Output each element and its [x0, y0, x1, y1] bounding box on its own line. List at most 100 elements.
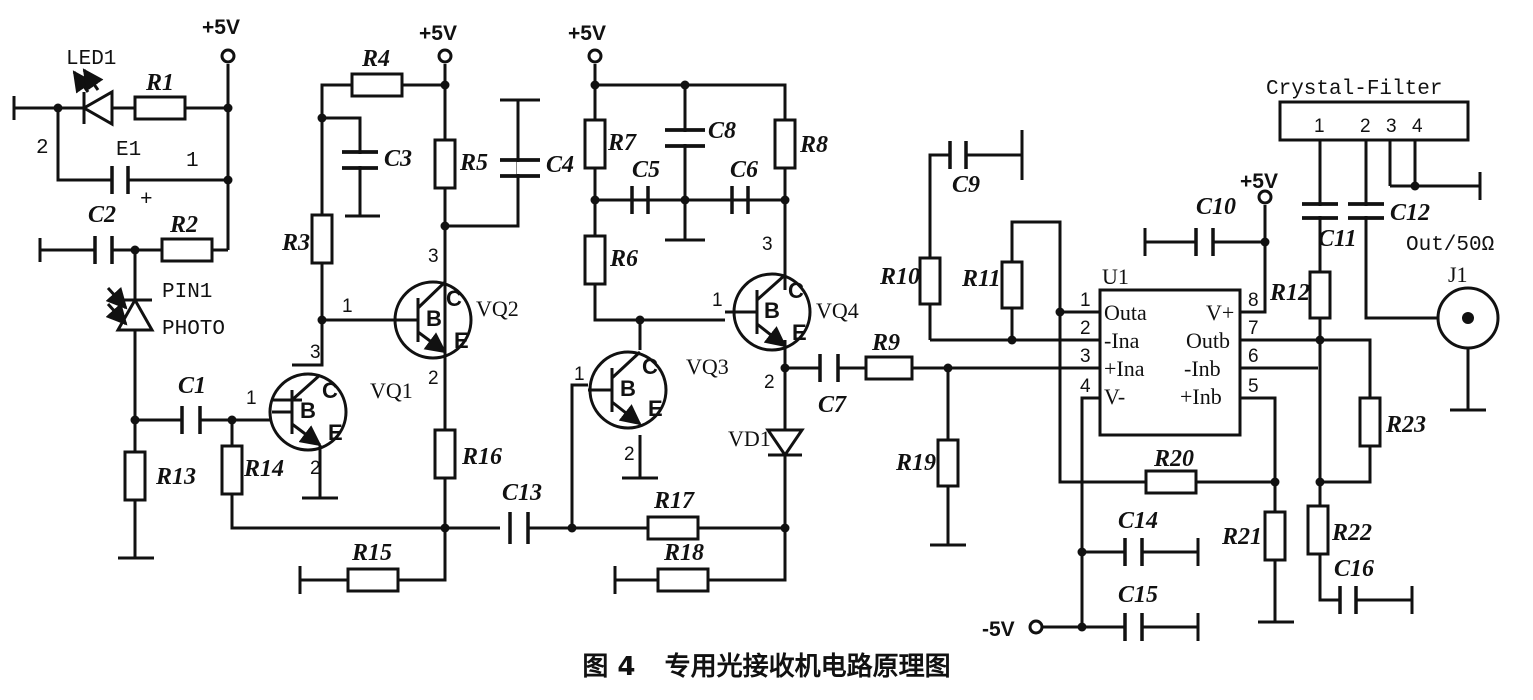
opamp-pin-ina-pos: +Ina	[1104, 356, 1145, 381]
supply-terminals	[220, 48, 1273, 635]
label-crystal-filter: Crystal-Filter	[1266, 78, 1442, 101]
figure-title: 专用光接收机电路原理图	[664, 652, 951, 682]
label-c13: C13	[502, 480, 542, 506]
diode-vd1	[765, 428, 805, 458]
vq2-c: C	[446, 286, 462, 311]
capacitor-c13	[508, 512, 530, 544]
vee-label: -5V	[982, 618, 1015, 641]
vq4-e: E	[792, 320, 807, 345]
capacitor-c6	[730, 186, 750, 214]
label-j1: J1	[1448, 262, 1468, 287]
vq1-pin2: 2	[310, 458, 321, 479]
resistor-r5	[433, 138, 457, 190]
label-r2: R2	[169, 212, 198, 238]
label-vq2: VQ2	[476, 296, 519, 321]
capacitor-c16	[1338, 586, 1358, 614]
connector-j1	[1436, 286, 1500, 350]
vq1-pin3: 3	[310, 342, 321, 363]
resistor-r4	[350, 72, 404, 98]
resistor-r13	[123, 450, 147, 502]
vq4-b: B	[764, 298, 780, 323]
label-photo: PHOTO	[162, 318, 225, 341]
transistor-vq4	[725, 272, 812, 352]
label-c7: C7	[818, 392, 847, 418]
resistor-r15	[346, 567, 400, 593]
resistor-r14	[220, 444, 244, 496]
resistor-r3	[310, 213, 334, 265]
crystal-filter-box	[1278, 100, 1470, 142]
capacitor-c10	[1194, 228, 1215, 256]
vq3-pin1: 1	[574, 364, 585, 385]
vq1-pin1: 1	[246, 388, 257, 409]
resistor-r10	[918, 256, 942, 306]
label-r5: R5	[459, 150, 488, 176]
opamp-num-8: 8	[1248, 290, 1259, 311]
filter-pin-2: 2	[1360, 116, 1371, 137]
capacitor-c7	[818, 354, 840, 382]
opamp-pin-inb-pos: +Inb	[1180, 384, 1222, 409]
capacitor-c14	[1123, 538, 1144, 566]
capacitor-c5	[630, 186, 650, 214]
label-r6: R6	[609, 246, 638, 272]
label-c1: C1	[178, 373, 206, 399]
label-r20: R20	[1153, 446, 1194, 472]
figure-number: 图 4	[582, 652, 636, 682]
resistor-r20	[1144, 469, 1198, 495]
label-r8: R8	[799, 132, 828, 158]
opamp-pin-vneg: V-	[1104, 384, 1125, 409]
vcc-label-4: +5V	[1240, 170, 1278, 193]
opamp-num-1: 1	[1080, 290, 1091, 311]
label-led1: LED1	[66, 48, 116, 71]
label-vq3: VQ3	[686, 354, 729, 379]
resistor-r9	[864, 355, 914, 381]
opamp-pin-ina-neg: -Ina	[1104, 328, 1140, 353]
label-c5: C5	[632, 157, 660, 183]
transistor-vq1	[268, 372, 348, 452]
photodiode-pin1	[105, 286, 155, 332]
resistor-r23	[1358, 396, 1382, 448]
opamp-pin-outb: Outb	[1186, 328, 1230, 353]
vq3-pin2: 2	[624, 444, 635, 465]
resistor-r12	[1308, 270, 1332, 320]
label-c14: C14	[1118, 508, 1158, 534]
resistors	[123, 72, 1382, 593]
label-c15: C15	[1118, 582, 1158, 608]
label-vq4: VQ4	[816, 298, 859, 323]
resistor-r1	[133, 95, 187, 121]
resistor-r11	[1000, 260, 1024, 310]
label-c10: C10	[1196, 194, 1236, 220]
label-r4: R4	[361, 46, 390, 72]
label-c2: C2	[88, 202, 116, 228]
label-vq1: VQ1	[370, 378, 413, 403]
resistor-r16	[433, 428, 457, 480]
label-r3: R3	[281, 230, 310, 256]
vq1-e: E	[328, 420, 343, 445]
vq2-pin1: 1	[342, 296, 353, 317]
resistor-r19	[936, 438, 960, 488]
label-plus: +	[140, 189, 153, 212]
label-e1-pin1: 1	[186, 150, 199, 173]
vq4-pin1: 1	[712, 290, 723, 311]
label-r11: R11	[961, 266, 1001, 292]
label-c16: C16	[1334, 556, 1374, 582]
led1	[72, 68, 114, 127]
vq3-e: E	[648, 396, 663, 421]
vq2-pin3: 3	[428, 246, 439, 267]
opamp-num-7: 7	[1248, 318, 1259, 339]
filter-pin-4: 4	[1412, 116, 1423, 137]
resistor-r22	[1306, 504, 1330, 556]
opamp-pin-vpos: V+	[1206, 300, 1234, 325]
label-out50: Out/50Ω	[1406, 234, 1494, 257]
vcc-label-2: +5V	[419, 22, 457, 45]
vq1-c: C	[322, 378, 338, 403]
label-c4: C4	[546, 152, 574, 178]
vq3-b: B	[620, 376, 636, 401]
label-r15: R15	[351, 540, 392, 566]
filter-pin-3: 3	[1386, 116, 1397, 137]
label-c3: C3	[384, 146, 412, 172]
resistor-r6	[583, 234, 607, 286]
vq4-pin3: 3	[762, 234, 773, 255]
transistor-vq3	[588, 350, 668, 430]
opamp-u1	[1098, 288, 1242, 437]
